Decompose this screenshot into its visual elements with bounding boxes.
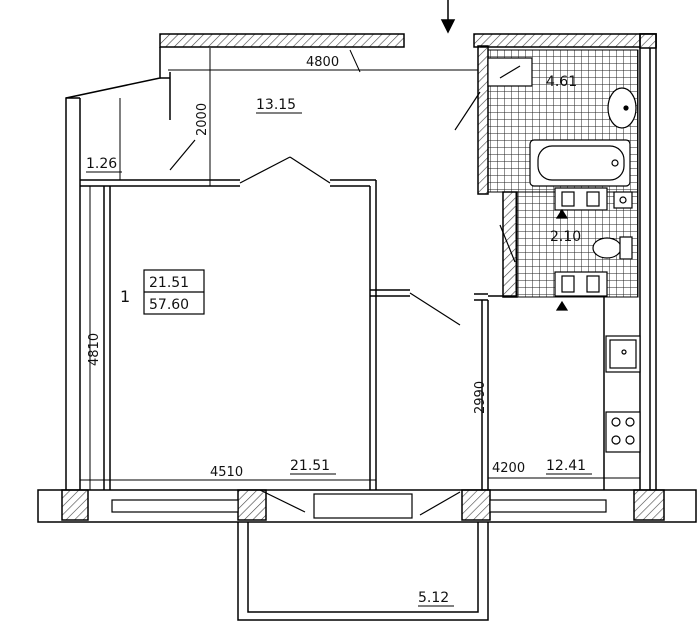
hall-area-label: 13.15 [256,97,296,113]
electrical-panel-icon [487,57,533,87]
bathtub-icon [529,139,631,187]
entrance-arrow-icon [440,0,456,34]
dim-hall-depth: 2000 [195,103,210,136]
area-summary-box [143,269,205,315]
balcony-area-label: 5.12 [418,590,449,606]
dim-bottom-width: 4510 [210,465,243,480]
sink-icon [607,87,637,129]
stove-icon [605,411,641,453]
dim-top-width: 4800 [306,55,339,70]
living-room-area-label: 21.51 [290,458,330,474]
dim-kitchen-width: 4200 [492,461,525,476]
partition-walls [65,47,651,490]
windows [111,493,607,519]
total-area-label: 57.60 [149,297,189,313]
vent-icon [554,187,633,311]
corridor-area-label: 1.26 [86,156,117,172]
toilet-icon [592,236,633,260]
dim-left-height: 4810 [87,333,102,366]
kitchen-area-label: 12.41 [546,458,586,474]
dimension-lines [80,48,640,490]
balcony [237,522,489,621]
bathroom-area-label: 4.61 [546,74,577,90]
apartment-number: 1 [120,287,130,306]
kitchen-sink-icon [605,335,641,373]
dim-kitchen-depth: 2990 [473,381,488,414]
living-area-label: 21.51 [149,275,189,291]
door-swings [169,91,516,516]
toilet-area-label: 2.10 [550,229,581,245]
